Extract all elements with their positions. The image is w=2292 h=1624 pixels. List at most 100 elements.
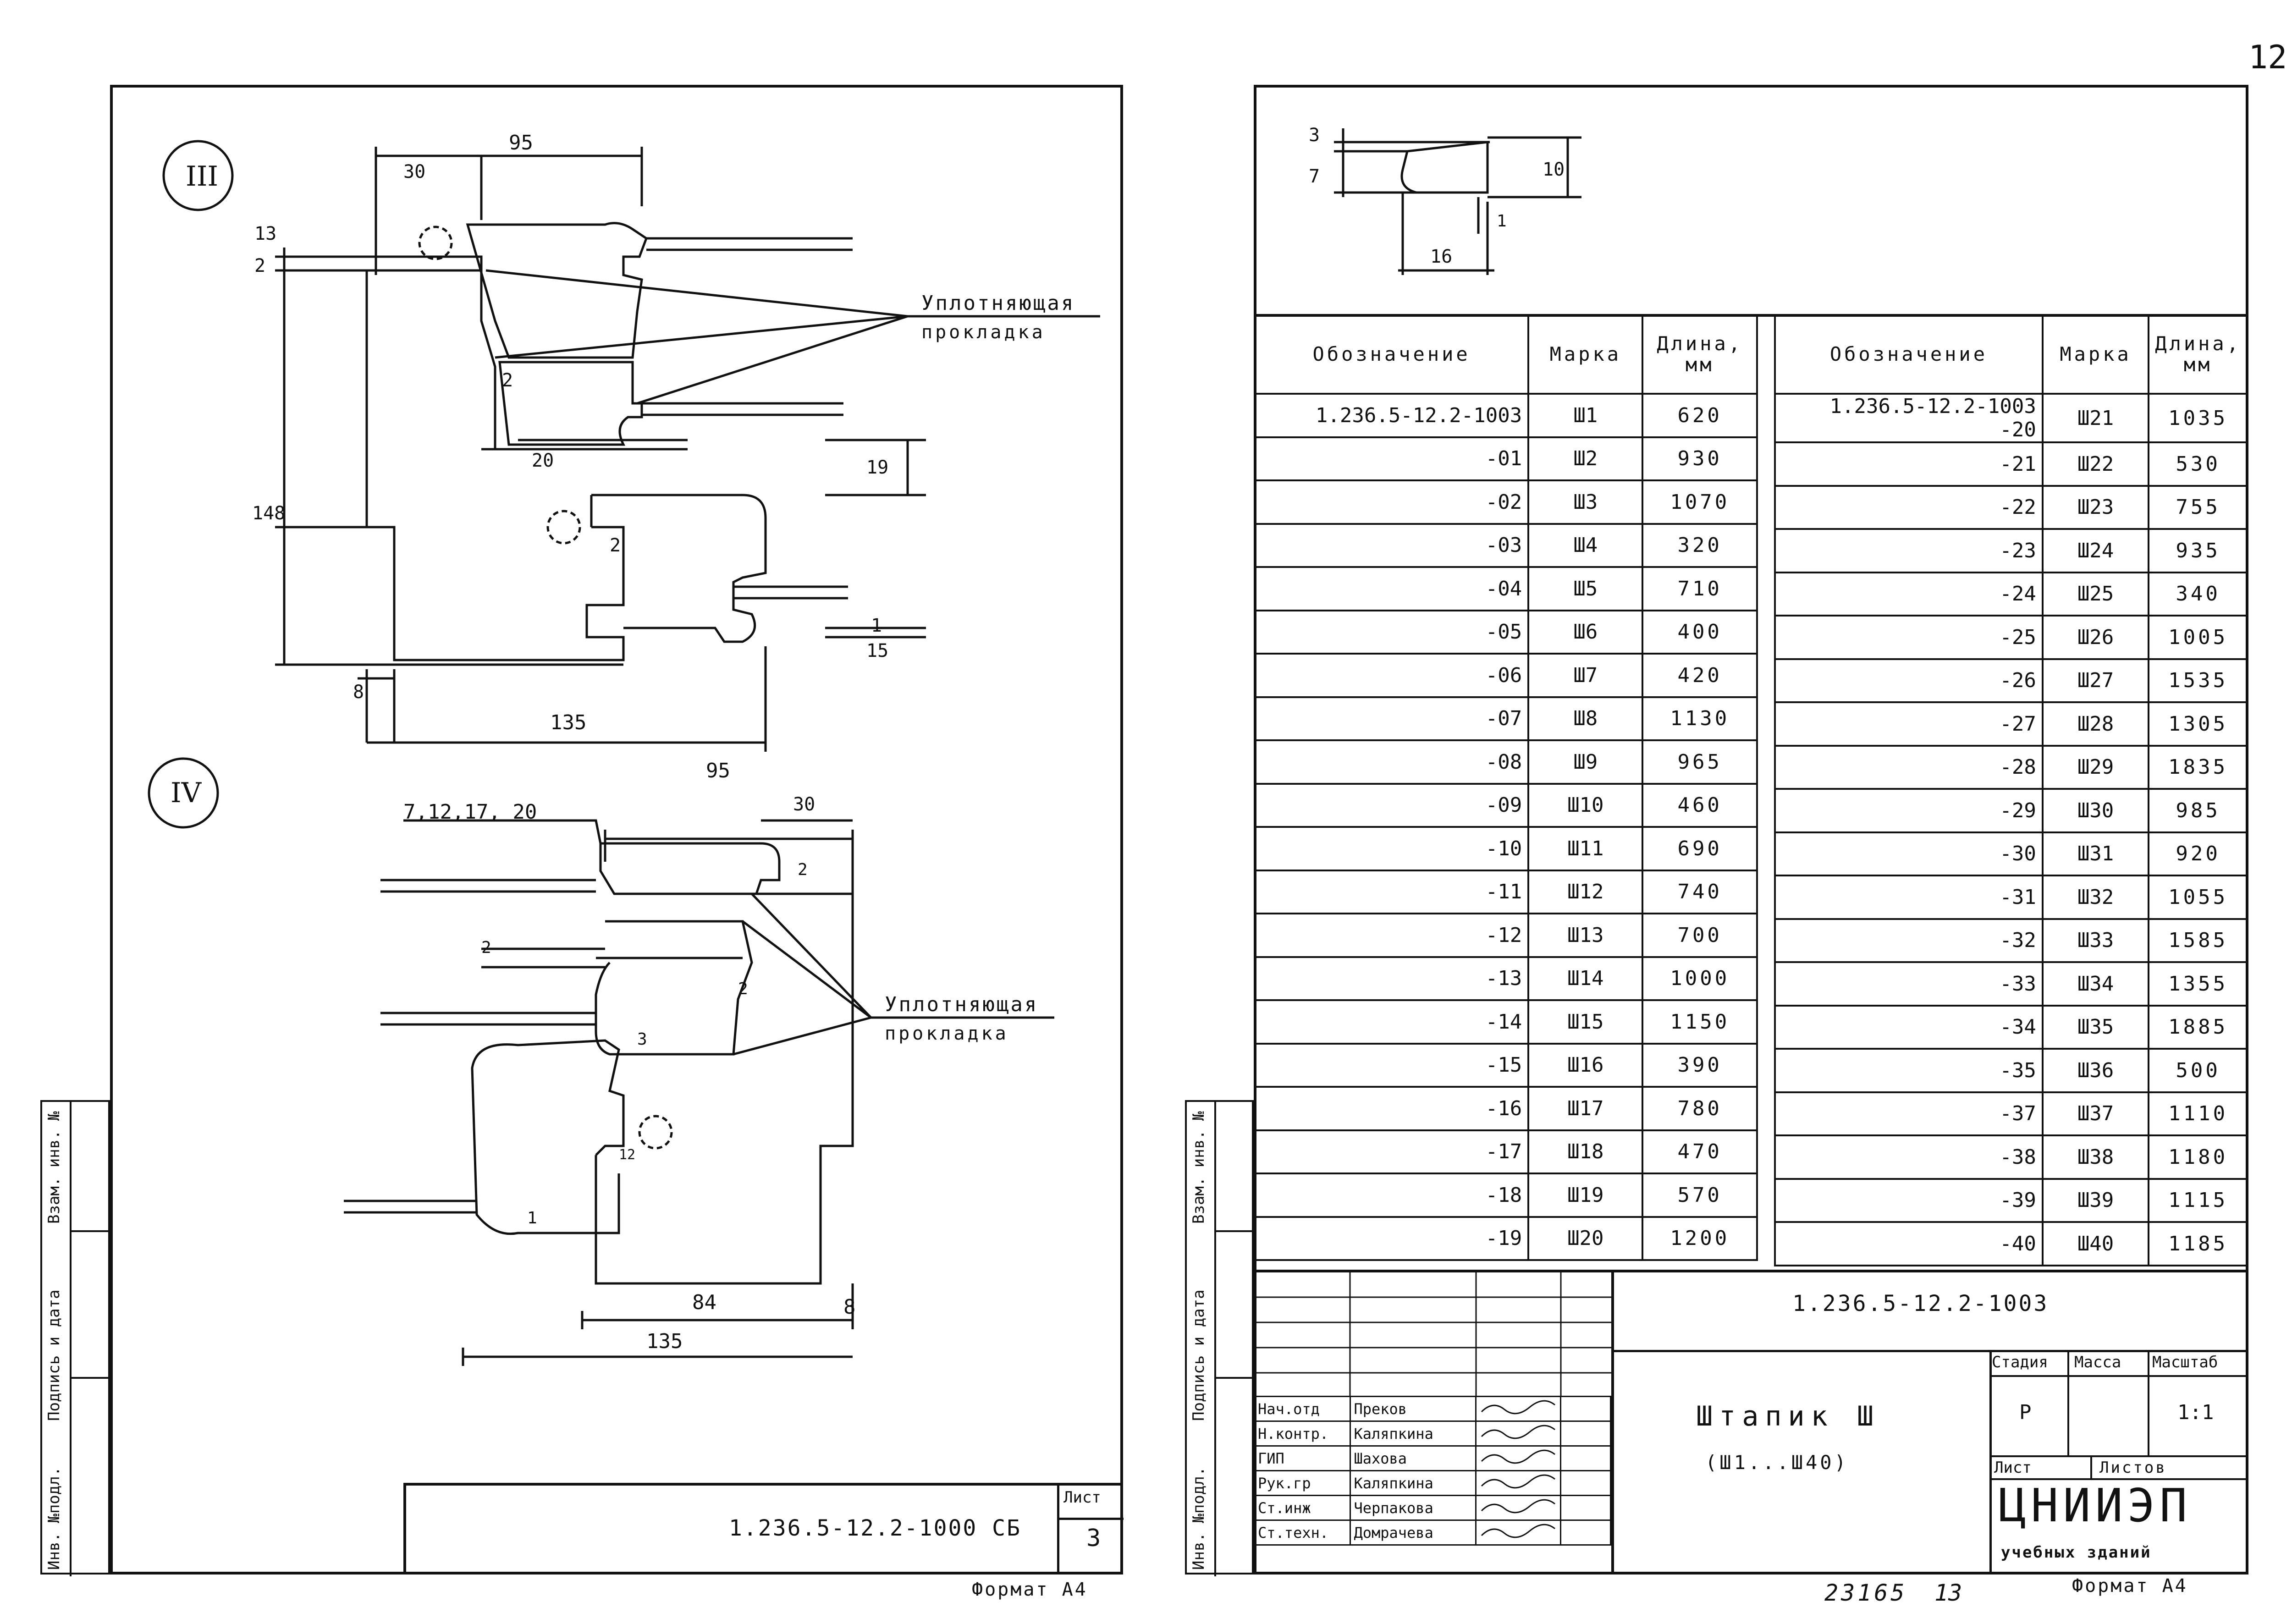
dim-iv-30: 30 bbox=[793, 794, 815, 815]
mark-cell: Ш18 bbox=[1527, 1129, 1644, 1174]
length-cell: 740 bbox=[1642, 869, 1758, 914]
dim-iv-12: 12 bbox=[619, 1147, 636, 1163]
designation-cell: -23 bbox=[1774, 528, 2044, 573]
footer-number: 23165 bbox=[1824, 1580, 1907, 1606]
designation-cell: -21 bbox=[1774, 441, 2044, 487]
staff-role: ГИП bbox=[1253, 1445, 1351, 1471]
dim-30: 30 bbox=[403, 161, 426, 182]
length-cell: 1535 bbox=[2148, 658, 2248, 703]
mark-cell: Ш21 bbox=[2041, 393, 2150, 443]
profile-dim-1: 1 bbox=[1497, 212, 1507, 231]
mark-cell: Ш32 bbox=[2041, 875, 2150, 920]
length-cell: 1070 bbox=[1642, 479, 1758, 525]
designation-cell: -06 bbox=[1253, 653, 1530, 698]
sheets-label: Листов bbox=[2099, 1459, 2167, 1477]
length-cell: 1835 bbox=[2148, 744, 2248, 790]
stage-value: Р bbox=[2019, 1401, 2032, 1424]
left-sheet-label: Лист bbox=[1063, 1488, 1101, 1507]
length-cell: 985 bbox=[2148, 788, 2248, 833]
designation-cell: -17 bbox=[1253, 1129, 1530, 1174]
staff-name: Черпакова bbox=[1350, 1495, 1477, 1521]
dim-2: 2 bbox=[254, 255, 266, 276]
org-line2: учебных зданий bbox=[2001, 1543, 2152, 1562]
right-doc-code: 1.236.5-12.2-1003 bbox=[1792, 1291, 2049, 1316]
header-length-2: Длина,мм bbox=[2148, 314, 2248, 395]
staff-signature bbox=[1475, 1519, 1562, 1546]
profile-dim-7: 7 bbox=[1309, 166, 1320, 187]
designation-cell: -03 bbox=[1253, 523, 1530, 568]
label-iii-line2: прокладка bbox=[921, 322, 1046, 343]
staff-name: Шахова bbox=[1350, 1445, 1477, 1471]
spec-table-right: Обозначение Марка Длина,мм 1.236.5-12.2-… bbox=[1774, 314, 2248, 1266]
designation-cell: -33 bbox=[1774, 961, 2044, 1007]
length-cell: 1885 bbox=[2148, 1004, 2248, 1050]
mark-cell: Ш6 bbox=[1527, 609, 1644, 655]
designation-cell: -07 bbox=[1253, 696, 1530, 741]
mark-cell: Ш14 bbox=[1527, 956, 1644, 1001]
length-cell: 420 bbox=[1642, 653, 1758, 698]
staff-name: Преков bbox=[1350, 1396, 1477, 1422]
designation-cell: -30 bbox=[1774, 831, 2044, 876]
length-cell: 1055 bbox=[2148, 875, 2248, 920]
length-cell: 400 bbox=[1642, 609, 1758, 655]
length-cell: 1110 bbox=[2148, 1091, 2248, 1136]
designation-cell: -32 bbox=[1774, 918, 2044, 963]
left-title-block bbox=[403, 1483, 1124, 1574]
section-iv-roman: IV bbox=[171, 777, 202, 809]
mark-cell: Ш30 bbox=[2041, 788, 2150, 833]
profile-dim-16: 16 bbox=[1430, 246, 1453, 267]
dim-1: 1 bbox=[871, 615, 882, 636]
length-cell: 1035 bbox=[2148, 393, 2248, 443]
designation-cell: -40 bbox=[1774, 1221, 2044, 1266]
designation-cell: -05 bbox=[1253, 609, 1530, 655]
designation-cell: -10 bbox=[1253, 826, 1530, 871]
designation-cell: -12 bbox=[1253, 913, 1530, 958]
label-iv-line2: прокладка bbox=[885, 1023, 1009, 1044]
designation-cell: -18 bbox=[1253, 1173, 1530, 1218]
label-iv-line1: Уплотняющая bbox=[885, 993, 1039, 1016]
header-designation: Обозначение bbox=[1253, 314, 1530, 395]
mark-cell: Ш19 bbox=[1527, 1173, 1644, 1218]
mark-cell: Ш37 bbox=[2041, 1091, 2150, 1136]
staff-signature bbox=[1475, 1470, 1562, 1496]
mark-cell: Ш13 bbox=[1527, 913, 1644, 958]
mark-cell: Ш3 bbox=[1527, 479, 1644, 525]
mark-cell: Ш35 bbox=[2041, 1004, 2150, 1050]
mark-cell: Ш20 bbox=[1527, 1216, 1644, 1261]
label-iii-line1: Уплотняющая bbox=[921, 292, 1075, 315]
designation-cell: -34 bbox=[1774, 1004, 2044, 1050]
mark-cell: Ш24 bbox=[2041, 528, 2150, 573]
designation-cell: -26 bbox=[1774, 658, 2044, 703]
length-cell: 1150 bbox=[1642, 999, 1758, 1045]
length-cell: 930 bbox=[1642, 436, 1758, 481]
length-cell: 755 bbox=[2148, 484, 2248, 530]
length-cell: 1180 bbox=[2148, 1134, 2248, 1180]
designation-cell: -13 bbox=[1253, 956, 1530, 1001]
staff-date bbox=[1560, 1420, 1611, 1447]
